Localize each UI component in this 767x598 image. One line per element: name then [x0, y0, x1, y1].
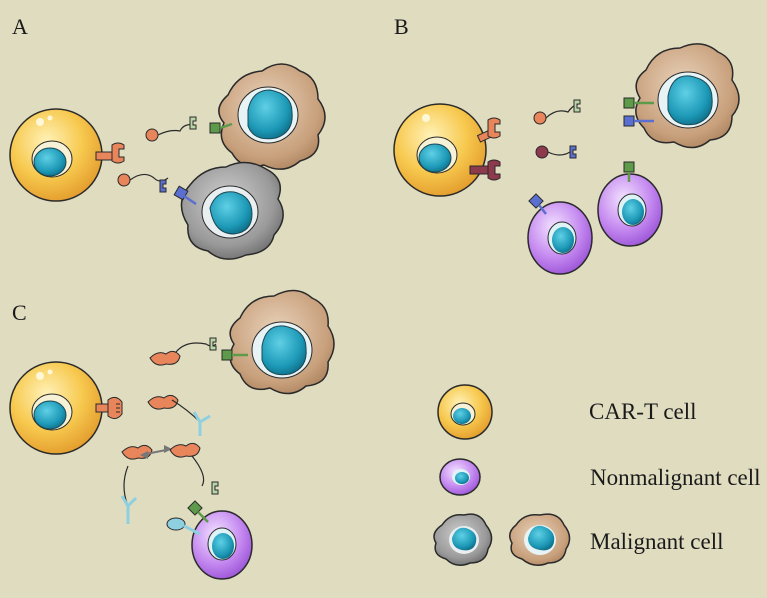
nonmalignant-cell-c [166, 500, 253, 580]
panel-label-a: A [12, 14, 28, 39]
panel-label-b: B [394, 14, 409, 39]
car-receptor-b2 [469, 159, 501, 181]
car-receptor-b1 [476, 117, 501, 143]
malignant-cell-tan-icon [509, 513, 571, 566]
malignant-tan-cell-c [221, 289, 335, 395]
car-t-cell-c [9, 361, 103, 455]
malignant-tan-cell-b [623, 43, 740, 149]
nonmalignant-cell-b2 [597, 161, 663, 247]
adapter-blue-b [535, 145, 577, 159]
legend [433, 384, 571, 566]
legend-label-malignant: Malignant cell [590, 529, 724, 554]
car-t-cell-icon [437, 384, 493, 440]
adapter-c1 [149, 337, 217, 366]
adapter-c2 [147, 394, 211, 436]
nonmalignant-cell-icon [439, 458, 481, 496]
car-t-cell-a [9, 108, 103, 202]
nonmalignant-cell-b1 [527, 193, 593, 275]
adapter-green-a [145, 116, 197, 142]
panel-c [9, 289, 335, 580]
malignant-cell-gray-icon [433, 513, 493, 566]
legend-label-car-t: CAR-T cell [589, 399, 697, 424]
malignant-gray-cell-a [173, 161, 284, 260]
car-receptor-a [95, 142, 125, 164]
dimerize-arrow [140, 445, 172, 459]
panel-label-c: C [12, 300, 27, 325]
malignant-tan-cell-a [209, 63, 326, 170]
adapter-blue-a [117, 173, 169, 193]
adapter-c4 [169, 442, 219, 495]
panel-a [9, 63, 326, 260]
legend-label-nonmalignant: Nonmalignant cell [590, 465, 761, 490]
panel-b [393, 43, 740, 275]
split-car-receptor-c [95, 396, 123, 420]
adapter-green-b [533, 99, 581, 125]
car-t-cell-b [393, 103, 487, 197]
